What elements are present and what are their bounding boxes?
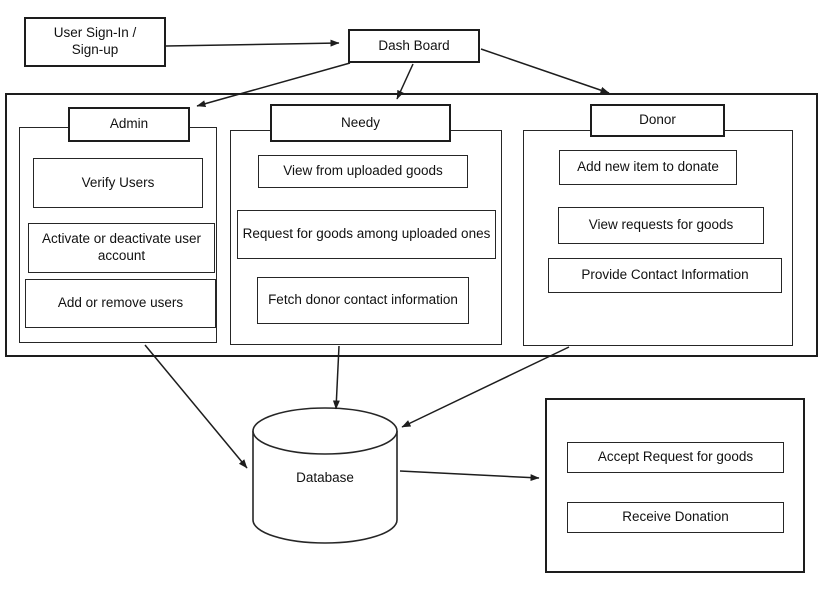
action-label: Accept Request for goods (597, 449, 754, 465)
admin-item-label: Verify Users (81, 174, 155, 190)
admin-item-verify-users: Verify Users (33, 158, 203, 208)
donor-item-view-requests: View requests for goods (558, 207, 764, 244)
donor-header: Donor (590, 104, 725, 137)
donor-item-label: Provide Contact Information (581, 267, 749, 283)
donor-title: Donor (639, 112, 676, 128)
dashboard-node: Dash Board (348, 29, 480, 63)
donor-item-label: Add new item to donate (577, 159, 719, 175)
arrow-signin-to-dashboard (165, 39, 340, 47)
donor-item-provide-contact: Provide Contact Information (548, 258, 782, 293)
needy-header: Needy (270, 104, 451, 142)
database-label: Database (296, 470, 354, 485)
dashboard-label: Dash Board (378, 37, 450, 53)
needy-title: Needy (340, 114, 381, 130)
admin-item-label: Add or remove users (57, 295, 184, 311)
action-receive-donation: Receive Donation (567, 502, 784, 533)
arrow-dashboard-to-donor (480, 48, 610, 94)
admin-item-label: Activate or deactivate user account (41, 231, 202, 263)
needy-item-label: Fetch donor contact information (268, 292, 458, 308)
needy-item-view-goods: View from uploaded goods (258, 155, 468, 188)
action-label: Receive Donation (622, 509, 729, 525)
user-signin-label-line1: User Sign-In / (53, 25, 137, 41)
admin-item-add-remove-users: Add or remove users (25, 279, 216, 328)
admin-item-activate-deactivate: Activate or deactivate user account (28, 223, 215, 273)
needy-item-label: View from uploaded goods (283, 163, 443, 179)
action-accept-request: Accept Request for goods (567, 442, 784, 473)
donor-item-add-item: Add new item to donate (559, 150, 737, 185)
arrow-donor-to-database (401, 346, 570, 428)
needy-item-fetch-contact: Fetch donor contact information (257, 277, 469, 324)
arrow-admin-to-database (144, 344, 248, 469)
admin-header: Admin (68, 107, 190, 142)
user-signin-label-line2: Sign-up (71, 42, 119, 57)
user-signin-node: User Sign-In / Sign-up (24, 17, 166, 67)
needy-item-request-goods: Request for goods among uploaded ones (237, 210, 496, 259)
needy-item-label: Request for goods among uploaded ones (242, 226, 491, 242)
arrow-database-to-actions (399, 470, 540, 482)
admin-title: Admin (109, 116, 149, 132)
donor-actions-container (545, 398, 805, 573)
donor-item-label: View requests for goods (588, 217, 734, 233)
